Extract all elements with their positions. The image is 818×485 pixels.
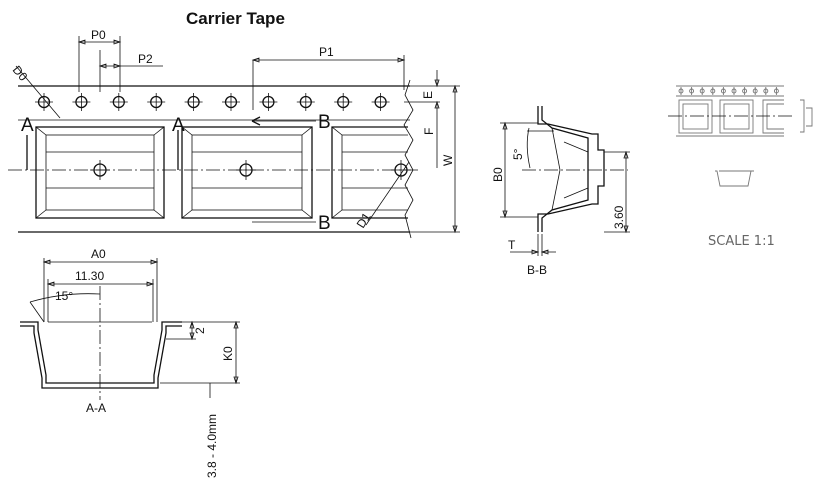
sprocket-hole-crosshair [109, 93, 128, 111]
p1-label: P1 [319, 45, 334, 59]
sprocket-hole-crosshair [371, 93, 390, 111]
dim-2-label: 2 [193, 327, 207, 334]
k0-label: K0 [221, 346, 235, 361]
section-b-top-label: B [318, 112, 331, 133]
tape-top-view: A A B B [8, 60, 420, 239]
sprocket-hole-crosshair [296, 93, 315, 111]
sprocket-holes [35, 93, 390, 111]
sprocket-hole-crosshair [35, 93, 53, 111]
sprocket-hole-crosshair [222, 93, 240, 111]
t-label: T [508, 238, 516, 252]
pocket-right [331, 126, 411, 219]
p0-label: P0 [91, 28, 106, 42]
pocket-left [35, 126, 165, 219]
thickness-label: 3.8 - 4.0mm [205, 414, 219, 478]
angle-5-label: 5° [511, 148, 525, 160]
angle-15-label: 15° [55, 289, 73, 303]
sprocket-hole-crosshair [147, 93, 166, 111]
sprocket-hole-crosshair [259, 93, 278, 111]
d1-label: D1 [354, 210, 374, 231]
section-a-a-view: A0 11.30 15° 2 K0 3.8 - 4.0mm A-A [20, 247, 240, 478]
thumbnail-sprocket-holes [678, 87, 779, 95]
section-b-b-label: B-B [527, 263, 547, 277]
drawing-title: Carrier Tape [186, 9, 285, 28]
e-label: E [421, 91, 435, 99]
sprocket-hole-crosshair [72, 93, 91, 111]
sprocket-hole-crosshair [184, 93, 203, 111]
dim-3-60-label: 3.60 [612, 205, 626, 229]
w-label: W [441, 154, 455, 166]
section-a-a-label: A-A [86, 401, 106, 415]
p2-label: P2 [138, 52, 153, 66]
sprocket-hole-crosshair [334, 93, 353, 111]
section-a-mid-label: A [172, 115, 185, 136]
scale-label: SCALE 1:1 [708, 234, 775, 249]
section-b-b-view: B0 5° 3.60 T B-B [491, 106, 630, 277]
d0-label: D0 [10, 63, 31, 84]
b0-label: B0 [491, 167, 505, 182]
top-view-dimensions: P0 P2 P1 D0 D1 E F W [10, 28, 460, 234]
f-label: F [422, 128, 436, 135]
dim-11-30-label: 11.30 [75, 269, 104, 283]
section-a-left-label: A [21, 115, 34, 136]
section-b-bottom-label: B [318, 213, 331, 234]
pocket-middle [181, 126, 313, 219]
a0-label: A0 [91, 247, 106, 261]
scale-thumbnail: SCALE 1:1 [668, 85, 813, 249]
